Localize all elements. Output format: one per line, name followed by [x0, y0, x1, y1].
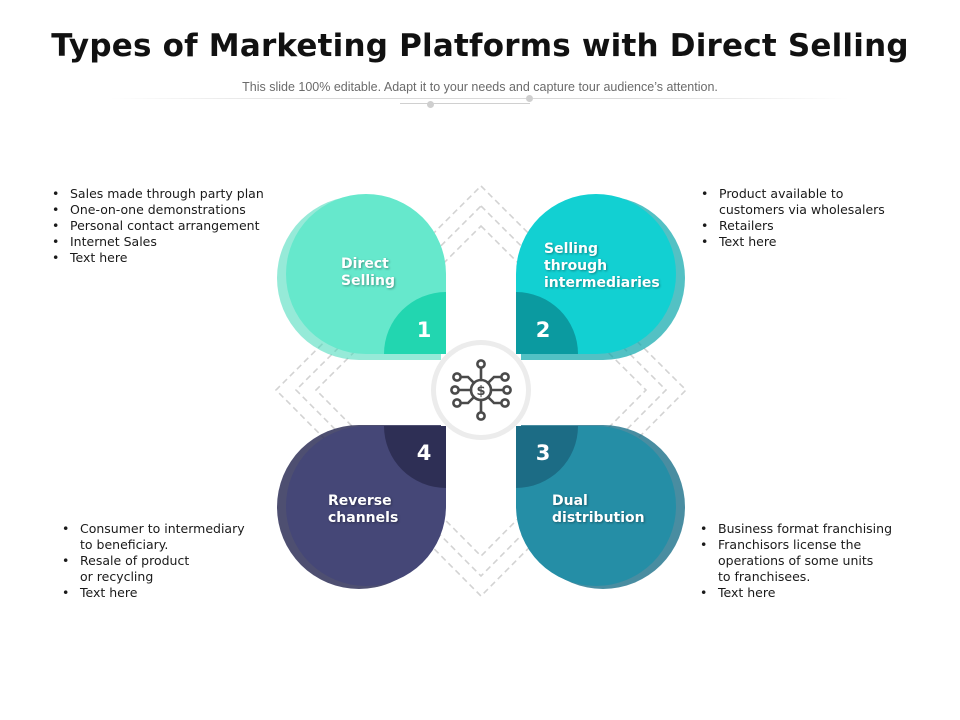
petal-number-3: 3	[535, 441, 551, 465]
petal-number-2: 2	[535, 318, 551, 342]
bullets-top-right: Product available to customers via whole…	[699, 186, 929, 250]
slide-title: Types of Marketing Platforms with Direct…	[51, 28, 909, 64]
label-line: Direct	[341, 256, 389, 272]
label-line: Selling	[341, 273, 395, 289]
divider-tick	[400, 103, 530, 104]
slide-subtitle: This slide 100% editable. Adapt it to yo…	[242, 80, 718, 94]
petal-label-dual-distribution: Dual distribution	[552, 493, 645, 527]
label-line: Dual	[552, 493, 588, 509]
list-item: Consumer to intermediary to beneficiary.	[60, 521, 290, 553]
petal-reverse-channels	[277, 425, 446, 589]
petal-number-4: 4	[416, 441, 432, 465]
petal-number-1: 1	[416, 318, 432, 342]
label-line: distribution	[552, 510, 645, 526]
label-line: channels	[328, 510, 399, 526]
list-item: Text here	[699, 234, 929, 250]
divider-dot	[526, 95, 533, 102]
bullets-bottom-left: Consumer to intermediary to beneficiary.…	[60, 521, 290, 601]
list-item: Text here	[60, 585, 290, 601]
list-item: Internet Sales	[50, 234, 290, 250]
list-item: Product available to customers via whole…	[699, 186, 929, 218]
petal-selling-through-intermediaries	[516, 194, 685, 360]
petal-label-reverse-channels: Reverse channels	[328, 493, 398, 527]
list-item: Franchisors license the operations of so…	[698, 537, 938, 585]
list-item: Sales made through party plan	[50, 186, 290, 202]
list-item: Text here	[698, 585, 938, 601]
dollar-glyph: $	[476, 384, 485, 399]
bullets-bottom-right: Business format franchising Franchisors …	[698, 521, 938, 601]
divider-dot	[427, 101, 434, 108]
petal-direct-selling	[277, 194, 446, 360]
label-line: intermediaries	[544, 275, 660, 291]
list-item: One-on-one demonstrations	[50, 202, 290, 218]
list-item: Resale of product or recycling	[60, 553, 290, 585]
list-item: Retailers	[699, 218, 929, 234]
network-dollar-icon	[450, 359, 512, 421]
label-line: Selling	[544, 241, 598, 257]
petal-label-direct-selling: Direct Selling	[341, 256, 395, 290]
petal-dual-distribution	[516, 425, 685, 589]
list-item: Personal contact arrangement	[50, 218, 290, 234]
list-item: Text here	[50, 250, 290, 266]
title-divider	[110, 98, 850, 99]
petal-label-selling-through-intermediaries: Selling through intermediaries	[544, 241, 660, 292]
label-line: Reverse	[328, 493, 392, 509]
list-item: Business format franchising	[698, 521, 938, 537]
label-line: through	[544, 258, 608, 274]
bullets-top-left: Sales made through party plan One-on-one…	[50, 186, 290, 266]
